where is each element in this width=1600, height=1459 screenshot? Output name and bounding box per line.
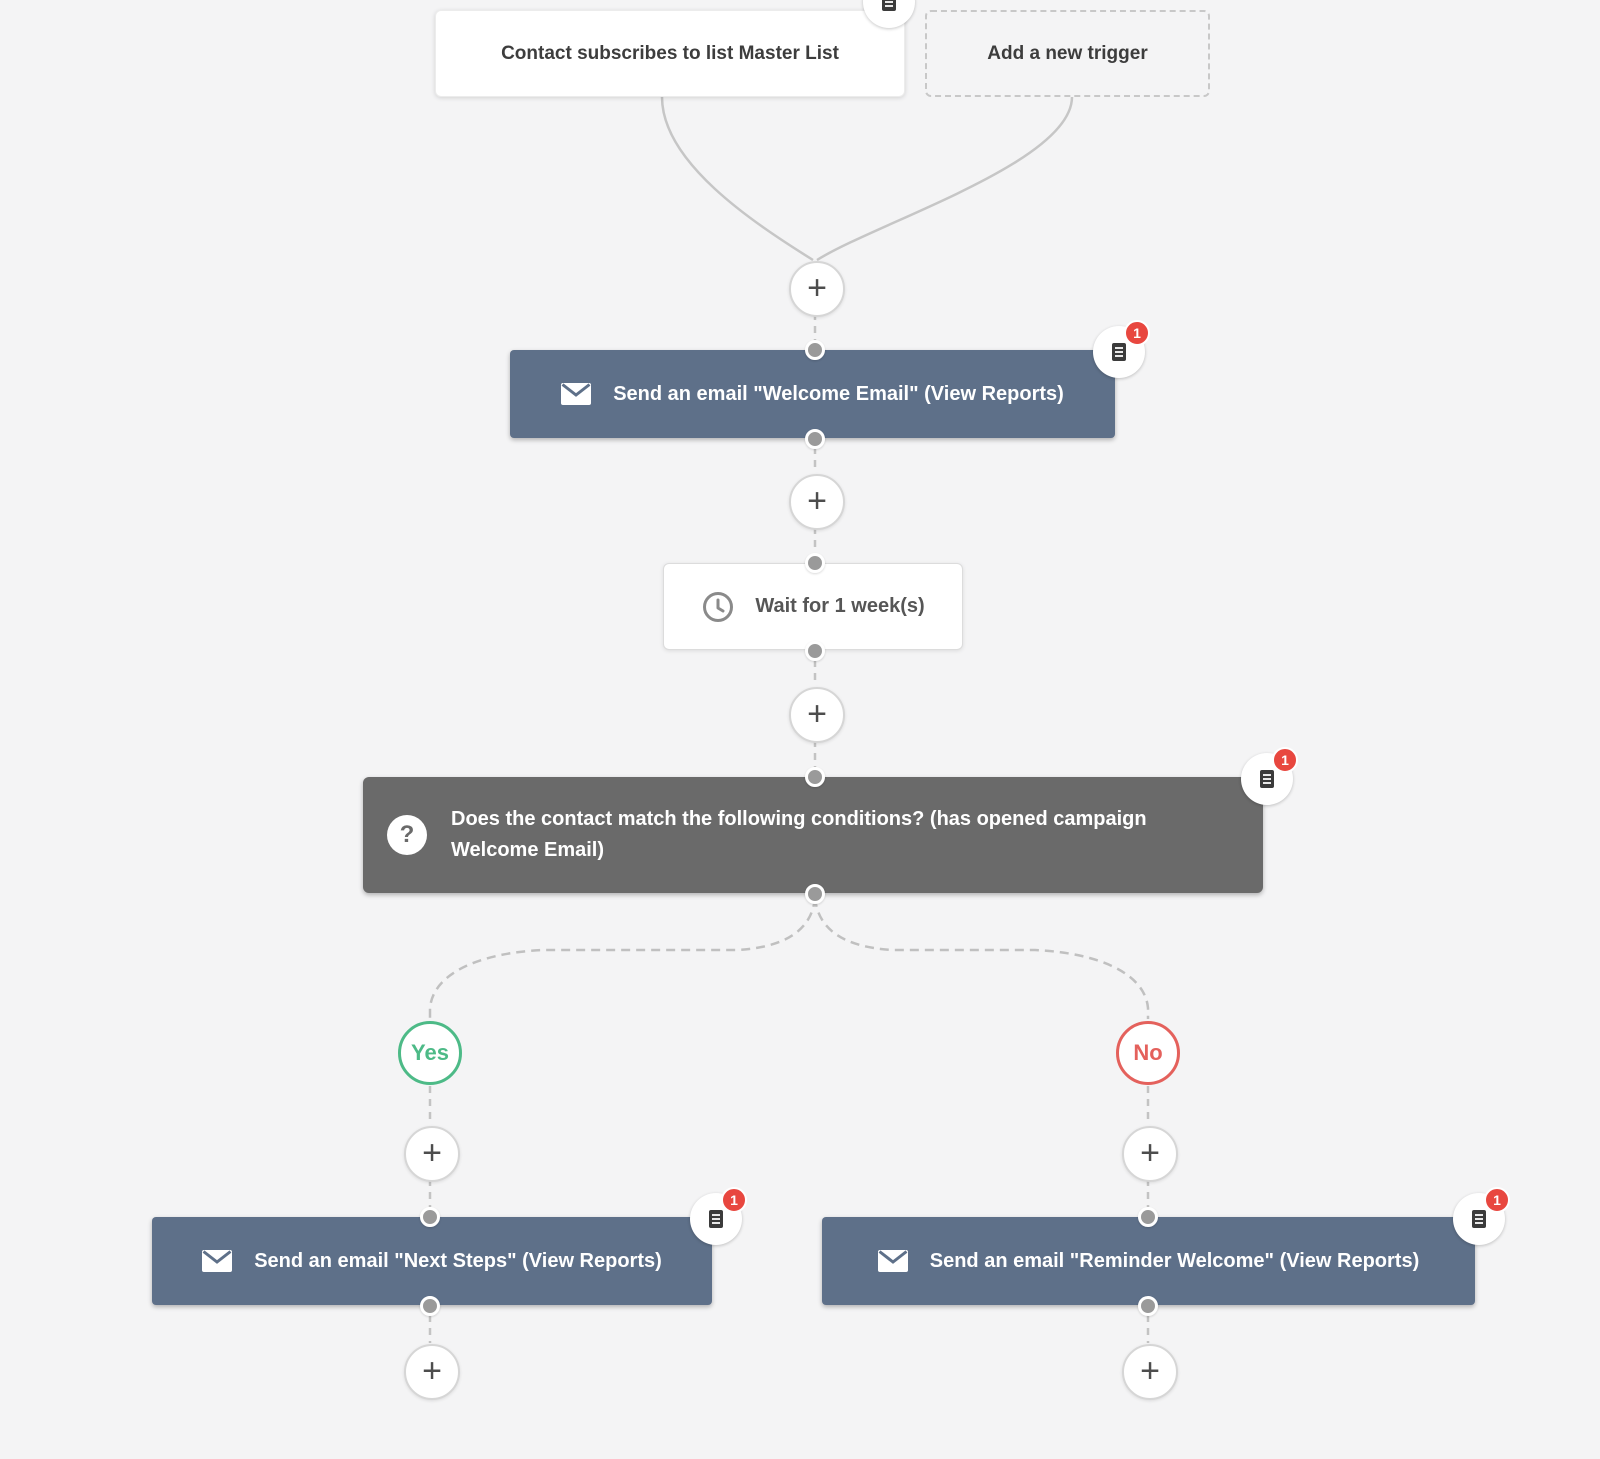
- branch-no-circle[interactable]: No: [1116, 1021, 1180, 1085]
- note-badge[interactable]: 1: [1093, 320, 1150, 378]
- wire-trigger-right: [816, 96, 1074, 262]
- plus-icon: +: [807, 694, 827, 733]
- question-icon: ?: [387, 815, 427, 855]
- note-icon: [1260, 770, 1274, 788]
- add-action-button[interactable]: +: [789, 474, 845, 530]
- plus-icon: +: [807, 481, 827, 520]
- connector-dot: [805, 429, 825, 449]
- connector-dot: [805, 767, 825, 787]
- branch-yes-label: Yes: [411, 1040, 449, 1065]
- note-count-badge: 1: [721, 1187, 747, 1213]
- plus-icon: +: [422, 1351, 442, 1390]
- connector-dot: [420, 1296, 440, 1316]
- note-count-badge: 1: [1272, 747, 1298, 773]
- envelope-icon: [561, 383, 592, 405]
- connector-dot: [805, 884, 825, 904]
- wire-branch-yes: [428, 897, 817, 1019]
- add-action-button[interactable]: +: [404, 1126, 460, 1182]
- plus-icon: +: [422, 1133, 442, 1172]
- connector-dot: [1138, 1296, 1158, 1316]
- note-count-badge: 1: [1124, 320, 1150, 346]
- wire-branch-no: [813, 897, 1150, 1019]
- add-trigger-label: Add a new trigger: [987, 42, 1148, 64]
- note-icon: [709, 1210, 723, 1228]
- branch-yes-circle[interactable]: Yes: [398, 1021, 462, 1085]
- plus-icon: +: [807, 268, 827, 307]
- connector-dot: [805, 340, 825, 360]
- email-node-welcome[interactable]: Send an email "Welcome Email" (View Repo…: [510, 320, 1150, 438]
- connector-dot: [1138, 1207, 1158, 1227]
- envelope-icon: [202, 1250, 233, 1272]
- note-badge[interactable]: 1: [1241, 747, 1298, 805]
- note-badge[interactable]: 1: [1453, 1187, 1510, 1245]
- note-badge[interactable]: 1: [690, 1187, 747, 1245]
- email-node-reminder-welcome[interactable]: Send an email "Reminder Welcome" (View R…: [822, 1187, 1510, 1305]
- email-node-label: Send an email "Welcome Email" (View Repo…: [613, 382, 1064, 405]
- wait-node-label: Wait for 1 week(s): [755, 595, 925, 617]
- trigger-node-subscribe[interactable]: Contact subscribes to list Master List: [435, 0, 915, 97]
- email-node-label: Send an email "Next Steps" (View Reports…: [254, 1249, 662, 1272]
- wire-trigger-left: [660, 96, 814, 262]
- connector-dot: [805, 553, 825, 573]
- add-trigger-button[interactable]: Add a new trigger: [925, 10, 1210, 97]
- plus-icon: +: [1140, 1351, 1160, 1390]
- note-icon: [1472, 1210, 1486, 1228]
- clock-icon: [703, 591, 734, 622]
- note-icon: [1112, 343, 1126, 361]
- email-node-label: Send an email "Reminder Welcome" (View R…: [929, 1249, 1420, 1272]
- plus-icon: +: [1140, 1133, 1160, 1172]
- note-icon: [882, 0, 896, 11]
- trigger-node-label: Contact subscribes to list Master List: [501, 42, 839, 64]
- condition-node-label: Does the contact match the following con…: [451, 808, 1147, 861]
- add-action-button[interactable]: +: [404, 1344, 460, 1400]
- add-action-button[interactable]: +: [1122, 1344, 1178, 1400]
- condition-node[interactable]: ? Does the contact match the following c…: [363, 747, 1298, 893]
- branch-no-label: No: [1133, 1040, 1163, 1065]
- envelope-icon: [877, 1250, 908, 1272]
- wait-node[interactable]: Wait for 1 week(s): [663, 563, 963, 650]
- add-action-button[interactable]: +: [789, 687, 845, 743]
- add-action-button[interactable]: +: [789, 261, 845, 317]
- connector-dot: [420, 1207, 440, 1227]
- connector-dot: [805, 641, 825, 661]
- note-count-badge: 1: [1484, 1187, 1510, 1213]
- add-action-button[interactable]: +: [1122, 1126, 1178, 1182]
- email-node-next-steps[interactable]: Send an email "Next Steps" (View Reports…: [152, 1187, 747, 1305]
